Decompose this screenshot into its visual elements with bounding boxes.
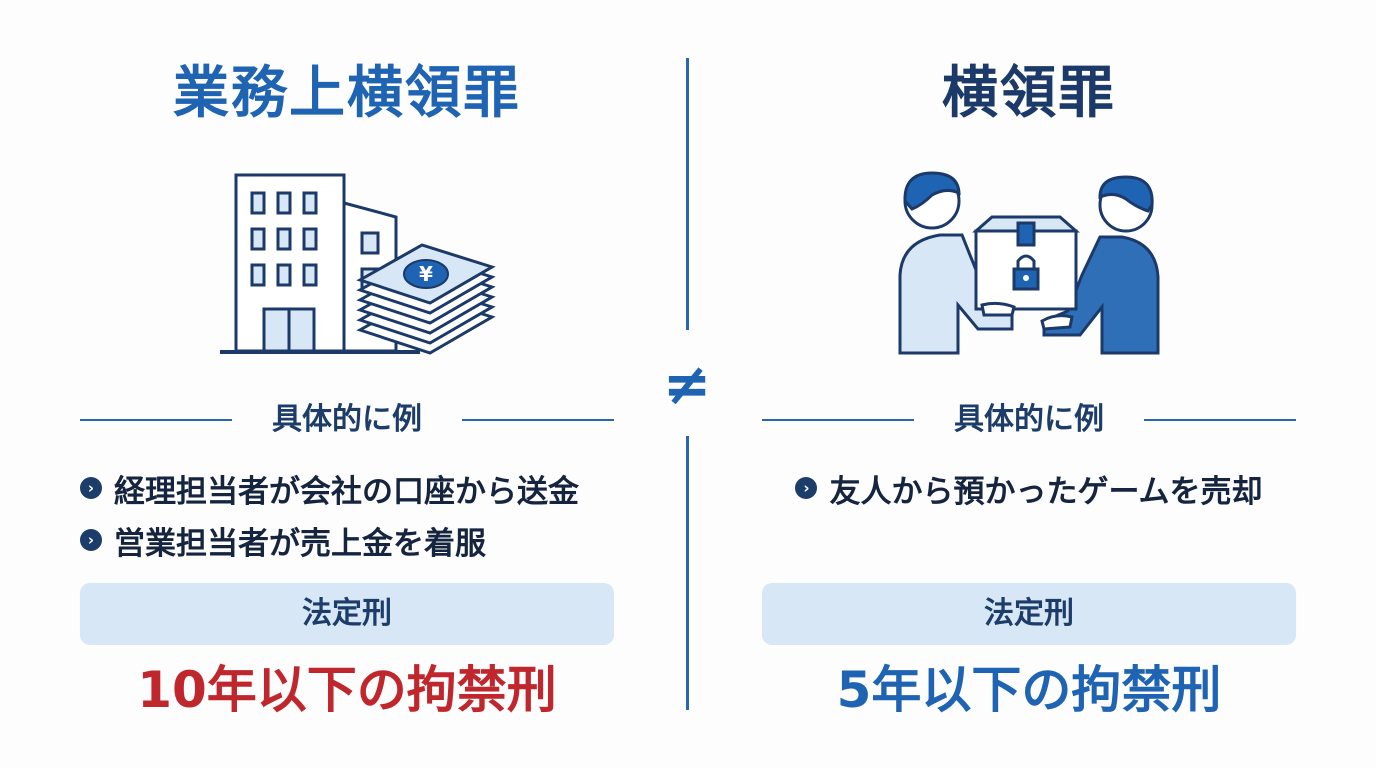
list-item: › 経理担当者が会社の口座から送金 bbox=[80, 462, 614, 514]
right-title: 横領罪 bbox=[942, 61, 1116, 126]
left-illustration: ¥ bbox=[80, 165, 614, 365]
right-examples-list: › 友人から預かったゲームを売却 bbox=[762, 462, 1296, 514]
left-penalty-label: 法定刑 bbox=[80, 583, 614, 645]
right-section-header: 具体的に例 bbox=[762, 396, 1296, 444]
center-divider-bottom bbox=[686, 436, 689, 710]
right-penalty-value: 5年以下の拘禁刑 bbox=[836, 661, 1222, 719]
chevron-right-circle-icon: › bbox=[80, 477, 102, 499]
section-rule-right bbox=[1144, 419, 1296, 421]
left-panel: 業務上横領罪 bbox=[80, 0, 614, 768]
example-text: 友人から預かったゲームを売却 bbox=[829, 473, 1263, 510]
left-title: 業務上横領罪 bbox=[173, 61, 521, 126]
example-text: 経理担当者が会社の口座から送金 bbox=[114, 473, 579, 510]
section-rule-left bbox=[80, 419, 232, 421]
right-illustration bbox=[762, 165, 1296, 365]
yen-symbol: ¥ bbox=[419, 262, 433, 286]
right-penalty-label: 法定刑 bbox=[762, 583, 1296, 645]
left-section-label: 具体的に例 bbox=[272, 402, 422, 437]
office-building-with-yen-banknotes-icon: ¥ bbox=[220, 173, 496, 355]
not-equal-symbol: ≠ bbox=[662, 350, 712, 418]
right-section-label: 具体的に例 bbox=[954, 402, 1104, 437]
list-item: › 友人から預かったゲームを売却 bbox=[762, 462, 1296, 514]
chevron-right-circle-icon: › bbox=[80, 529, 102, 551]
chevron-right-circle-icon: › bbox=[795, 477, 818, 499]
right-panel: 横領罪 bbox=[762, 0, 1296, 768]
example-text: 営業担当者が売上金を着服 bbox=[114, 525, 486, 562]
left-penalty-value: 10年以下の拘禁刑 bbox=[137, 661, 557, 719]
section-rule-right bbox=[462, 419, 614, 421]
center-divider-top bbox=[686, 58, 689, 330]
section-rule-left bbox=[762, 419, 914, 421]
list-item: › 営業担当者が売上金を着服 bbox=[80, 514, 614, 566]
two-people-handing-locked-box-icon bbox=[898, 171, 1160, 355]
left-section-header: 具体的に例 bbox=[80, 396, 614, 444]
left-examples-list: › 経理担当者が会社の口座から送金 › 営業担当者が売上金を着服 bbox=[80, 462, 614, 566]
